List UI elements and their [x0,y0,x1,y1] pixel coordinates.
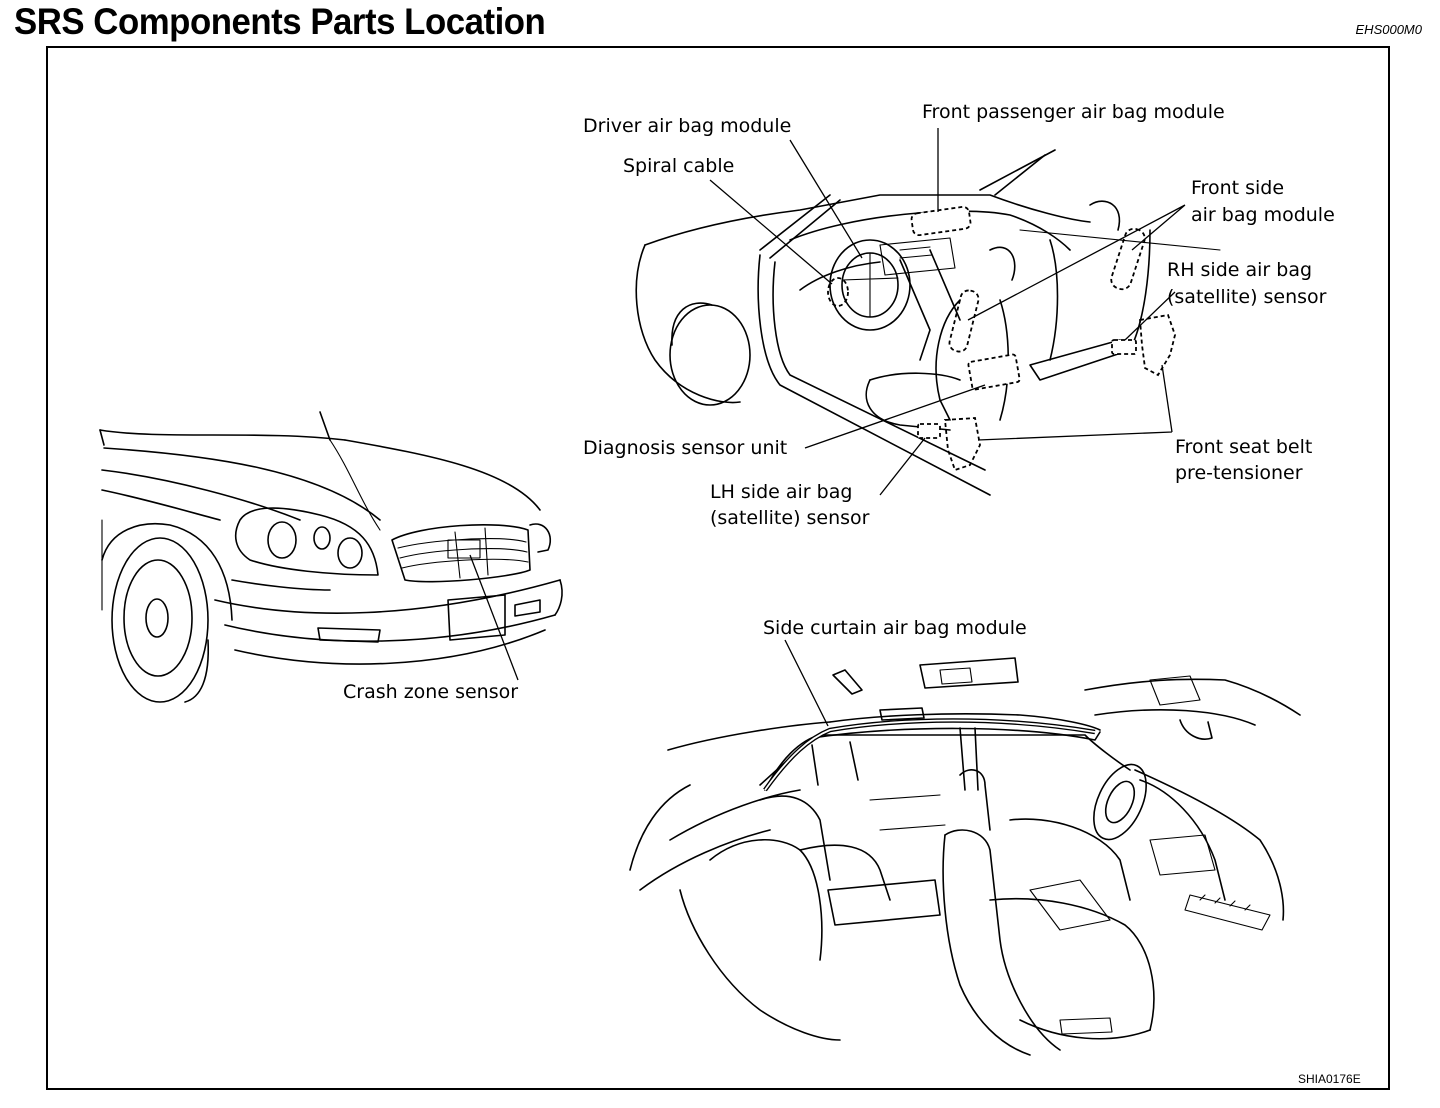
front-side-air-bag-module-label-line2: air bag module [1191,204,1335,226]
lh-front-side-air-bag-module-part [948,289,980,353]
document-code: EHS000M0 [1355,22,1422,37]
side-curtain-air-bag-module-label: Side curtain air bag module [763,617,1027,639]
lh-front-seat-belt-pretensioner-part [944,417,981,472]
driver-air-bag-module-label: Driver air bag module [583,115,791,137]
rh-front-seat-belt-pretensioner-part [1139,313,1176,377]
front-side-air-bag-module-leader [967,204,1186,321]
driver-air-bag-module-leader [789,139,863,259]
front-seat-belt-pretensioner-label-line2: pre-tensioner [1175,462,1303,484]
side-curtain-air-bag-module-leader [784,639,829,727]
rh-front-side-air-bag-module-part [1110,227,1146,291]
lh-side-air-bag-sensor-label-line2: (satellite) sensor [710,507,870,529]
crash-zone-sensor-leader [469,554,519,681]
rh-side-air-bag-sensor-label-line2: (satellite) sensor [1167,286,1327,308]
side-curtain-air-bag-module-part [763,718,1096,792]
diagnosis-sensor-unit-part [967,353,1021,391]
page-title: SRS Components Parts Location [14,1,546,42]
figure-id: SHIA0176E [1298,1072,1361,1086]
diagram-frame [46,46,1390,1090]
rh-side-air-bag-sensor-label-line1: RH side air bag [1167,259,1312,281]
crash-zone-sensor-label: Crash zone sensor [343,681,518,703]
spiral-cable-part [827,277,849,307]
rh-side-air-bag-sensor-leader [1124,291,1176,341]
front-seat-belt-pretensioner-label-line1: Front seat belt [1175,436,1312,458]
front-side-air-bag-module-label-line1: Front side [1191,177,1284,199]
front-passenger-air-bag-module-part [910,205,972,237]
diagnosis-sensor-unit-leader [804,384,986,449]
lh-side-air-bag-sensor-part [917,423,941,439]
side-curtain-air-bag-module-inner [764,719,1096,791]
diagnosis-sensor-unit-label: Diagnosis sensor unit [583,437,787,459]
lh-side-air-bag-sensor-label-line1: LH side air bag [710,481,852,503]
front-seat-belt-pretensioner-leader [977,364,1173,441]
car-front-illustration [99,411,563,703]
car-cabin-top-illustration [629,657,1301,1056]
lh-side-air-bag-sensor-leader [879,437,926,496]
spiral-cable-label: Spiral cable [623,155,734,177]
spiral-cable-leader [709,179,833,285]
rh-side-air-bag-sensor-part [1111,339,1137,355]
front-passenger-air-bag-module-label: Front passenger air bag module [922,101,1225,123]
